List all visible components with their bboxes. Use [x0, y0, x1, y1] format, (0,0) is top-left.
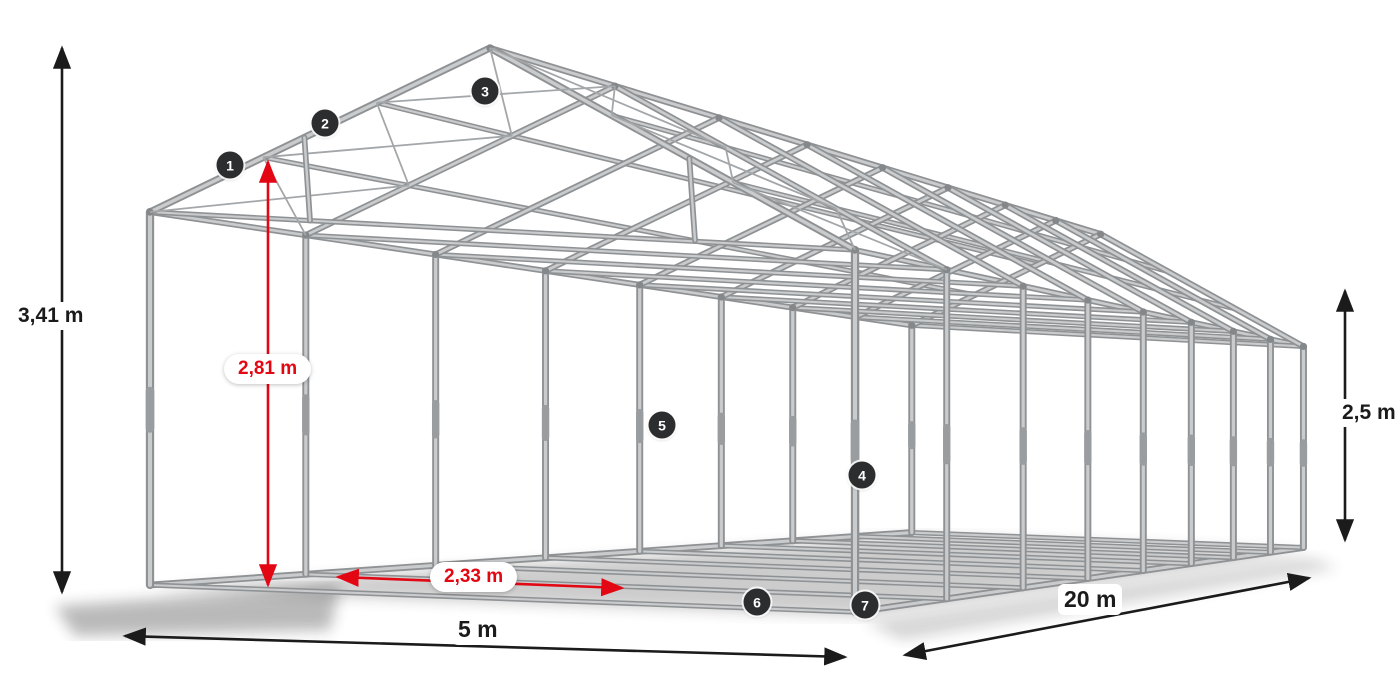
- dimension-total-height: 3,41 m: [12, 302, 90, 330]
- callout-7: 7: [851, 591, 879, 619]
- arrow-width: [122, 627, 848, 666]
- dimension-width: 5 m: [452, 614, 504, 645]
- callout-5: 5: [648, 411, 676, 439]
- callout-3: 3: [471, 77, 499, 105]
- dimension-clearance-height: 2,81 m: [224, 354, 312, 384]
- dimension-length: 20 m: [1058, 584, 1123, 615]
- callout-2: 2: [311, 109, 339, 137]
- callout-6: 6: [743, 588, 771, 616]
- callout-1: 1: [216, 151, 244, 179]
- dimension-bay-spacing: 2,33 m: [430, 562, 518, 592]
- callout-4: 4: [848, 461, 876, 489]
- dimension-side-height: 2,5 m: [1336, 399, 1400, 427]
- steel-frame: [145, 44, 1308, 617]
- arrow-length: [902, 572, 1312, 661]
